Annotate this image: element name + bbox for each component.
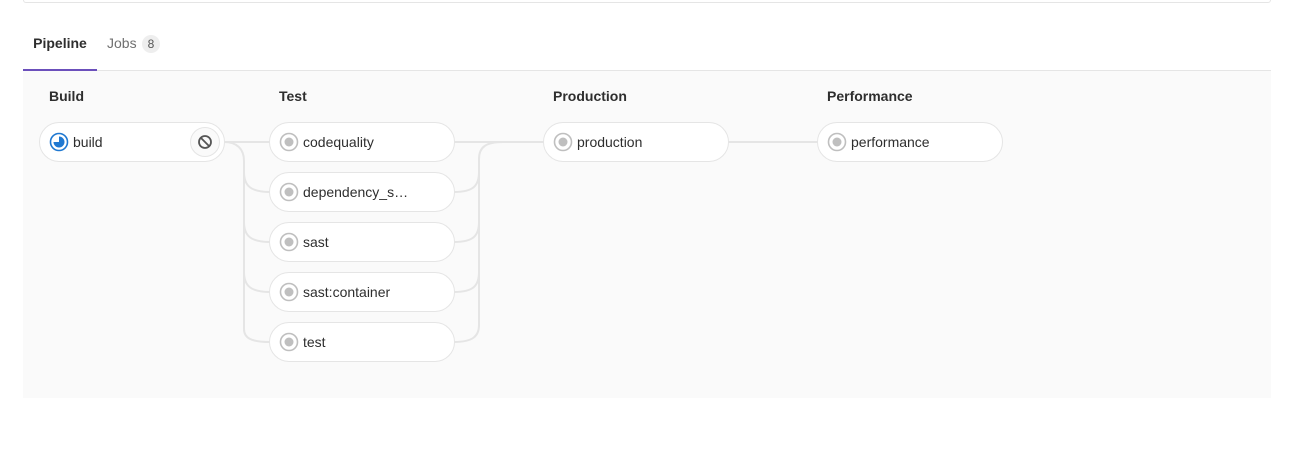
- job-name: build: [73, 134, 103, 150]
- stage-title-test: Test: [279, 88, 307, 104]
- tab-pipeline[interactable]: Pipeline: [23, 18, 97, 71]
- status-running-icon: [49, 132, 69, 152]
- job-build[interactable]: build: [39, 122, 225, 162]
- connector-build-sast: [243, 221, 271, 243]
- job-connectors: [223, 141, 818, 343]
- job-name: sast: [303, 234, 329, 250]
- cancel-icon: [198, 135, 212, 149]
- connector-build-test: [223, 141, 271, 343]
- stage-title-build: Build: [49, 88, 84, 104]
- job-dependency-scanning[interactable]: dependency_s…: [269, 172, 455, 212]
- connector-sast-container-production: [453, 271, 480, 293]
- job-sast-container[interactable]: sast:container: [269, 272, 455, 312]
- connector-test-production: [453, 141, 504, 343]
- tab-pipeline-label: Pipeline: [33, 35, 87, 51]
- cancel-button[interactable]: [190, 127, 220, 157]
- job-test[interactable]: test: [269, 322, 455, 362]
- connector-sast-production: [453, 221, 480, 243]
- top-panel-border: [23, 0, 1271, 3]
- stage-title-production: Production: [553, 88, 627, 104]
- status-created-icon: [279, 282, 299, 302]
- connector-build-sast-container: [243, 271, 271, 293]
- job-name: performance: [851, 134, 930, 150]
- status-created-icon: [279, 332, 299, 352]
- job-production[interactable]: production: [543, 122, 729, 162]
- job-name: production: [577, 134, 643, 150]
- status-created-icon: [279, 232, 299, 252]
- job-sast[interactable]: sast: [269, 222, 455, 262]
- connector-build-dependency: [243, 171, 271, 193]
- job-name: sast:container: [303, 284, 391, 300]
- job-performance[interactable]: performance: [817, 122, 1003, 162]
- status-created-icon: [553, 132, 573, 152]
- status-created-icon: [279, 132, 299, 152]
- job-name: test: [303, 334, 326, 350]
- status-created-icon: [827, 132, 847, 152]
- status-created-icon: [279, 182, 299, 202]
- stage-title-performance: Performance: [827, 88, 913, 104]
- job-codequality[interactable]: codequality: [269, 122, 455, 162]
- pipeline-graph: Build Test Production Performance build …: [23, 71, 1271, 398]
- job-name: codequality: [303, 134, 374, 150]
- tab-jobs-label: Jobs: [107, 35, 137, 51]
- job-name: dependency_s…: [303, 184, 409, 200]
- connector-dependency-production: [453, 171, 480, 193]
- jobs-count-badge: 8: [141, 35, 161, 54]
